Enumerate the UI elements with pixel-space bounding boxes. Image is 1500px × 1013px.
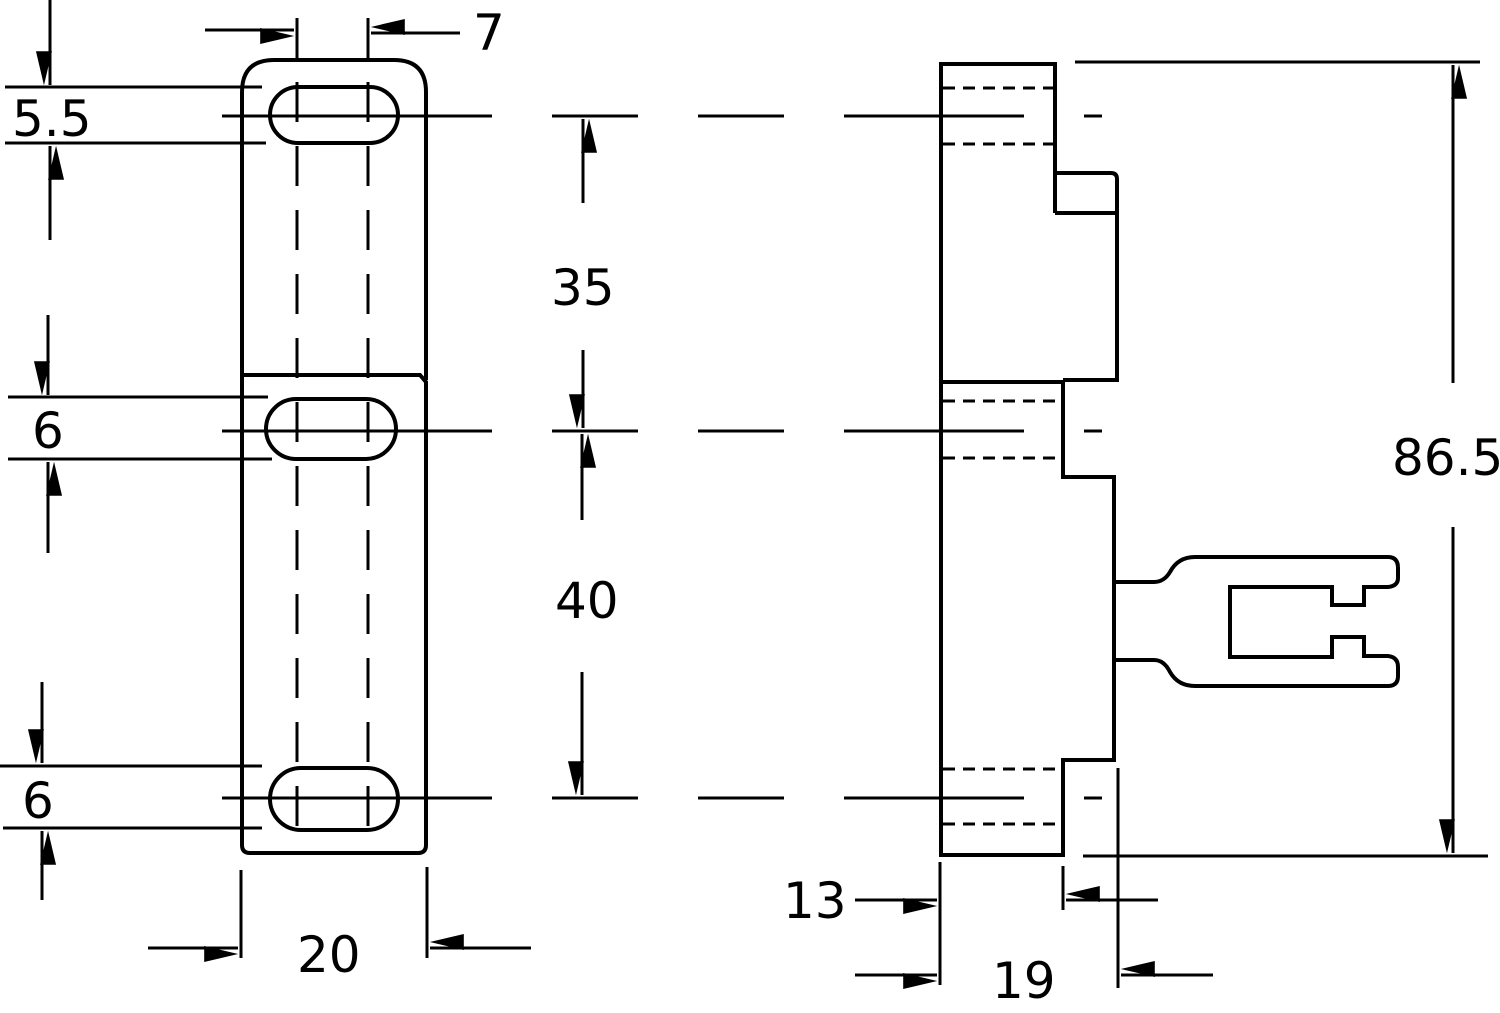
middle-slot (264, 397, 398, 461)
side-dimensions (855, 60, 1488, 990)
side-view (939, 62, 1400, 857)
label-overall-height: 86.5 (1392, 429, 1500, 487)
label-bottom-slot-height: 6 (22, 772, 54, 830)
label-front-width: 20 (297, 926, 361, 984)
label-middle-slot-height: 6 (32, 402, 64, 460)
front-view (240, 18, 428, 855)
side-upper-block (939, 62, 1119, 382)
dimension-labels: 7 5.5 6 6 35 40 20 86.5 13 19 (12, 4, 1500, 1010)
label-slot-width: 7 (473, 4, 505, 62)
label-side-depth-19: 19 (992, 952, 1056, 1010)
front-dimensions (0, 0, 598, 963)
front-upper-plate-outline (240, 58, 428, 380)
label-side-depth-13: 13 (783, 872, 847, 930)
actuator-key (1116, 555, 1400, 688)
label-upper-spacing: 35 (551, 259, 615, 317)
label-lower-spacing: 40 (555, 572, 619, 630)
side-lower-block (939, 380, 1116, 857)
centre-lines (222, 114, 1102, 800)
label-top-slot-height: 5.5 (12, 90, 92, 148)
front-lower-plate-outline (240, 373, 428, 855)
